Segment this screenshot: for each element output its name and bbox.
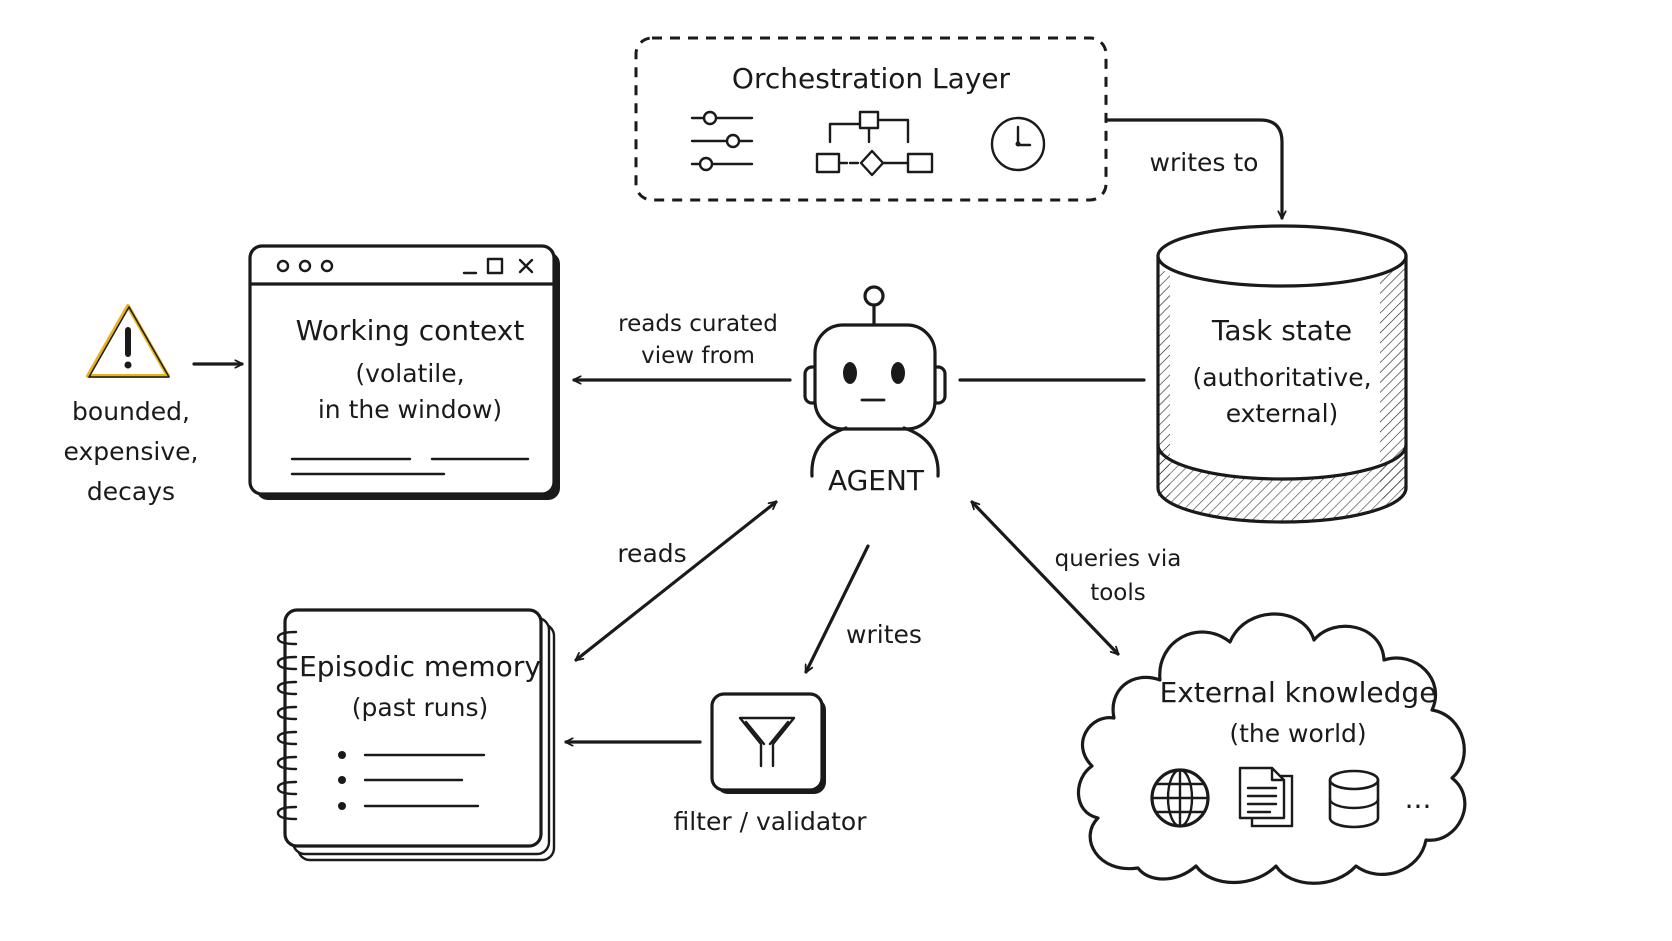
database-icon (1328, 769, 1380, 829)
episodic-memory-title: Episodic memory (299, 650, 541, 683)
episodic-memory-line1: (past runs) (352, 693, 488, 722)
edge-label-writes-to: writes to (1150, 148, 1259, 177)
warning-line3: decays (87, 477, 175, 506)
warning-note: bounded, expensive, decays (64, 304, 244, 506)
agent-label: AGENT (828, 464, 925, 497)
orchestration-layer: Orchestration Layer (634, 36, 1108, 202)
task-state-title: Task state (1211, 314, 1352, 347)
funnel-icon (738, 716, 796, 768)
warning-line1: bounded, (72, 397, 190, 426)
external-knowledge-more: ... (1405, 782, 1432, 815)
task-state-line1: (authoritative, (1192, 363, 1371, 392)
working-context-line2: in the window) (318, 395, 502, 424)
edge-label-reads-curated-2: view from (641, 343, 755, 369)
episodic-memory-notebook: Episodic memory (past runs) (276, 608, 556, 862)
working-context-window: Working context (volatile, in the window… (248, 244, 560, 500)
edge-agent-to-filter: writes (804, 544, 922, 674)
robot-icon (803, 285, 947, 478)
working-context-title: Working context (296, 314, 525, 347)
edge-orchestration-to-task-state: writes to (1105, 118, 1282, 220)
task-state-cylinder: Task state (authoritative, external) (1156, 224, 1408, 524)
edge-label-queries-1: queries via (1055, 546, 1182, 572)
maximize-icon (486, 257, 504, 275)
sliders-icon (690, 110, 754, 172)
clock-icon (990, 116, 1046, 172)
edge-agent-external-knowledge: queries via tools (970, 500, 1182, 656)
workflow-icon (815, 110, 934, 177)
orchestration-title: Orchestration Layer (732, 62, 1011, 95)
warning-line2: expensive, (64, 437, 199, 466)
documents-icon (1238, 766, 1294, 828)
edge-label-reads: reads (617, 539, 686, 568)
external-knowledge-title: External knowledge (1160, 676, 1437, 709)
task-state-line2: external) (1226, 399, 1339, 428)
external-knowledge-line1: (the world) (1229, 719, 1366, 748)
agent: AGENT (803, 285, 947, 497)
filter-validator: filter / validator (673, 692, 867, 836)
close-icon (518, 258, 534, 274)
globe-icon (1150, 768, 1210, 828)
filter-label: filter / validator (673, 807, 867, 836)
working-context-line1: (volatile, (355, 359, 464, 388)
edge-agent-episodic-memory: reads (574, 500, 778, 662)
external-knowledge-cloud: External knowledge (the world) ... (1076, 612, 1467, 885)
edge-label-writes: writes (846, 620, 922, 649)
edge-label-queries-2: tools (1090, 580, 1146, 606)
edge-label-reads-curated-1: reads curated (618, 311, 778, 337)
spiral-binding (276, 630, 298, 821)
edge-agent-to-working-context: reads curated view from (572, 311, 792, 380)
